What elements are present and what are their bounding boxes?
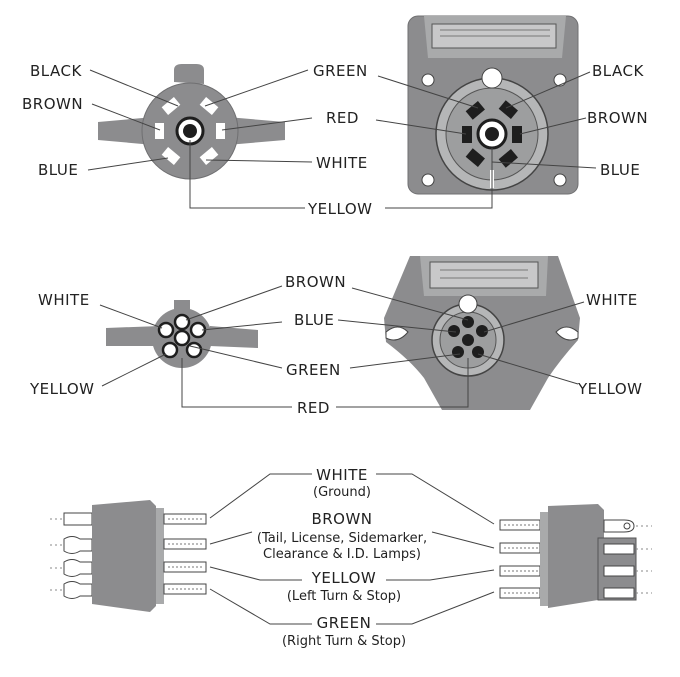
leader-lines-4way (209, 473, 495, 625)
label-4way-green: GREEN (317, 614, 372, 632)
pin-slot (199, 97, 219, 115)
socket-label-blue: BLUE (600, 161, 640, 179)
leader-lines-6way-left (99, 285, 292, 408)
label-4way-white: WHITE (316, 466, 368, 484)
label-4way-yellow-function: (Left Turn & Stop) (287, 589, 401, 604)
socket-label-black: BLACK (592, 62, 644, 80)
pin-slot (161, 97, 181, 115)
label-4way-brown: BROWN (311, 510, 372, 528)
label-4way-white-function: (Ground) (313, 485, 371, 500)
label-brown: BROWN (22, 95, 83, 113)
leader-lines-7way-right (375, 71, 597, 209)
pin-slot (199, 147, 219, 165)
leader-lines-7way-left (87, 69, 313, 209)
plug-4way-right (499, 504, 652, 608)
label-blue: BLUE (38, 161, 78, 179)
label-6way-green: GREEN (286, 361, 341, 379)
plug-4way-left (50, 500, 207, 612)
label-6way-yellow: YELLOW (29, 380, 94, 398)
label-yellow: YELLOW (307, 200, 372, 218)
socket-label-brown: BROWN (587, 109, 648, 127)
label-green: GREEN (313, 62, 368, 80)
plug-6way (106, 300, 258, 368)
pin-slot (155, 123, 164, 139)
label-4way-green-function: (Right Turn & Stop) (282, 634, 406, 649)
label-4way-yellow: YELLOW (311, 569, 376, 587)
label-6way-red: RED (297, 399, 330, 417)
socket-6way-label-white: WHITE (586, 291, 638, 309)
socket-7way (407, 15, 579, 195)
label-6way-brown: BROWN (285, 273, 346, 291)
pin-slot (161, 147, 181, 165)
label-red: RED (326, 109, 359, 127)
label-4way-brown-function-1: (Tail, License, Sidemarker, (257, 531, 427, 546)
leader-lines-6way-right (336, 287, 585, 408)
label-6way-white: WHITE (38, 291, 90, 309)
socket-6way (384, 256, 580, 410)
pin-slot (216, 123, 225, 139)
label-4way-brown-function-2: Clearance & I.D. Lamps) (263, 547, 421, 562)
label-6way-blue: BLUE (294, 311, 334, 329)
label-black: BLACK (30, 62, 82, 80)
plug-7way (98, 64, 285, 180)
socket-6way-label-yellow: YELLOW (577, 380, 642, 398)
label-white: WHITE (316, 154, 368, 172)
